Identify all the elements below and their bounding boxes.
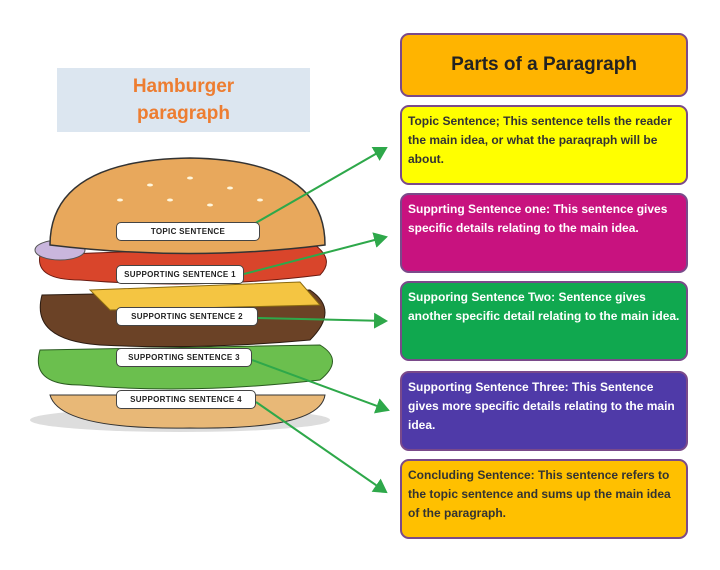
arrow-topic [239,147,388,233]
box-topic-sentence: Topic Sentence; This sentence tells the … [400,105,688,185]
cheese [88,281,322,311]
hamburger-title: Hamburger paragraph [57,68,310,132]
label-supporting-sentence-1: SUPPORTING SENTENCE 1 [116,265,244,284]
sesame-seeds [117,176,263,207]
label-supporting-sentence-4: SUPPORTING SENTENCE 4 [116,390,256,409]
arrow-supporting-2 [257,312,388,329]
arrow-supporting-1 [243,232,388,275]
box-supporting-one: Supprting Sentence one: This sentence gi… [400,193,688,273]
label-supporting-sentence-2: SUPPORTING SENTENCE 2 [116,307,258,326]
label-supporting-sentence-3: SUPPORTING SENTENCE 3 [116,348,252,367]
parts-title: Parts of a Paragraph [400,33,688,97]
arrow-supporting-4 [255,401,388,494]
label-topic-sentence: TOPIC SENTENCE [116,222,260,241]
box-supporting-two: Supporing Sentence Two: Sentence gives a… [400,281,688,361]
hamburger-title-line2: paragraph [137,103,230,124]
arrow-supporting-3 [251,359,390,414]
hamburger-title-line1: Hamburger [132,76,235,97]
box-supporting-three: Supporting Sentence Three: This Sentence… [400,371,688,451]
box-concluding: Concluding Sentence: This sentence refer… [400,459,688,539]
